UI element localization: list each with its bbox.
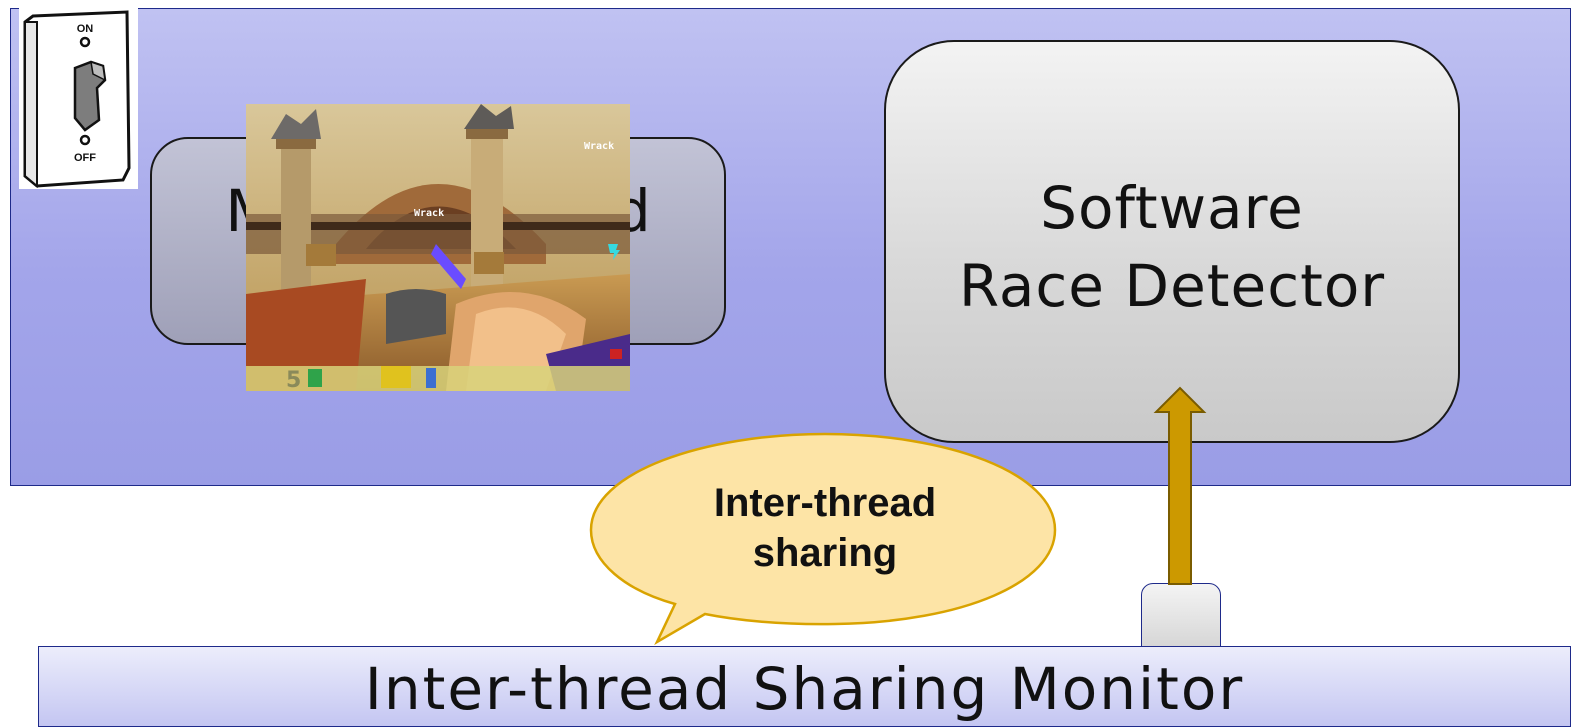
software-race-detector-box: Software Race Detector [884,40,1460,443]
speech-bubble-text: Inter-thread sharing [600,478,1050,578]
bubble-line2: sharing [752,531,898,575]
inter-thread-sharing-monitor-bar: Inter-thread Sharing Monitor [38,646,1571,727]
bubble-line1: Inter-thread [713,481,937,525]
hud-ammo: 5 [286,368,301,391]
monitor-bar-label: Inter-thread Sharing Monitor [364,655,1245,723]
hud-name-right: Wrack [584,141,614,152]
speech-bubble-icon [589,432,1057,646]
detector-label-line2: Race Detector [958,252,1386,320]
up-arrow-icon [1153,386,1207,585]
hud-name-center: Wrack [414,208,444,219]
light-switch-icon: ON OFF [19,8,138,189]
switch-on-label: ON [77,23,94,35]
switch-off-label: OFF [74,152,96,164]
game-screenshot: Wrack Wrack 5 [246,104,630,391]
detector-label-line1: Software [1040,174,1304,242]
